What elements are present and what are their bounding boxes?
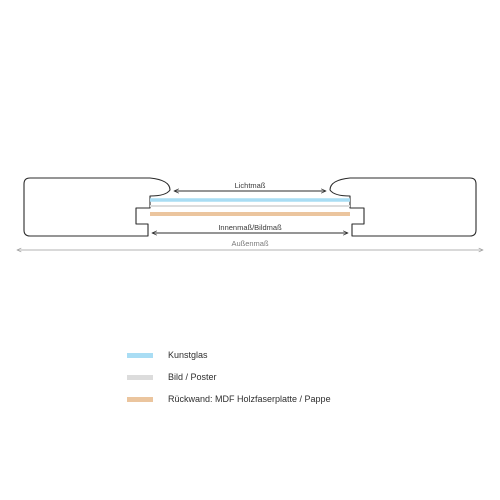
poster-swatch [127,375,153,380]
left-frame-profile [23,177,171,237]
right-frame-profile [329,177,477,237]
legend-label: Kunstglas [168,350,208,360]
legend-label: Rückwand: MDF Holzfaserplatte / Pappe [168,394,331,404]
legend-label: Bild / Poster [168,372,217,382]
legend-item-poster: Bild / Poster [127,371,447,393]
aussenmass-label: Außenmaß [231,239,269,248]
backing-board-swatch [127,397,153,402]
innenmass-label: Innenmaß/Bildmaß [218,223,282,232]
lichtmass-label-bg [232,181,270,190]
legend-item-acrylic-glass: Kunstglas [127,349,447,371]
legend: Kunstglas Bild / Poster Rückwand: MDF Ho… [127,349,447,415]
acrylic-glass-swatch [127,353,153,358]
lichtmass-label: Lichtmaß [235,181,266,190]
legend-item-backing-board: Rückwand: MDF Holzfaserplatte / Pappe [127,393,447,415]
